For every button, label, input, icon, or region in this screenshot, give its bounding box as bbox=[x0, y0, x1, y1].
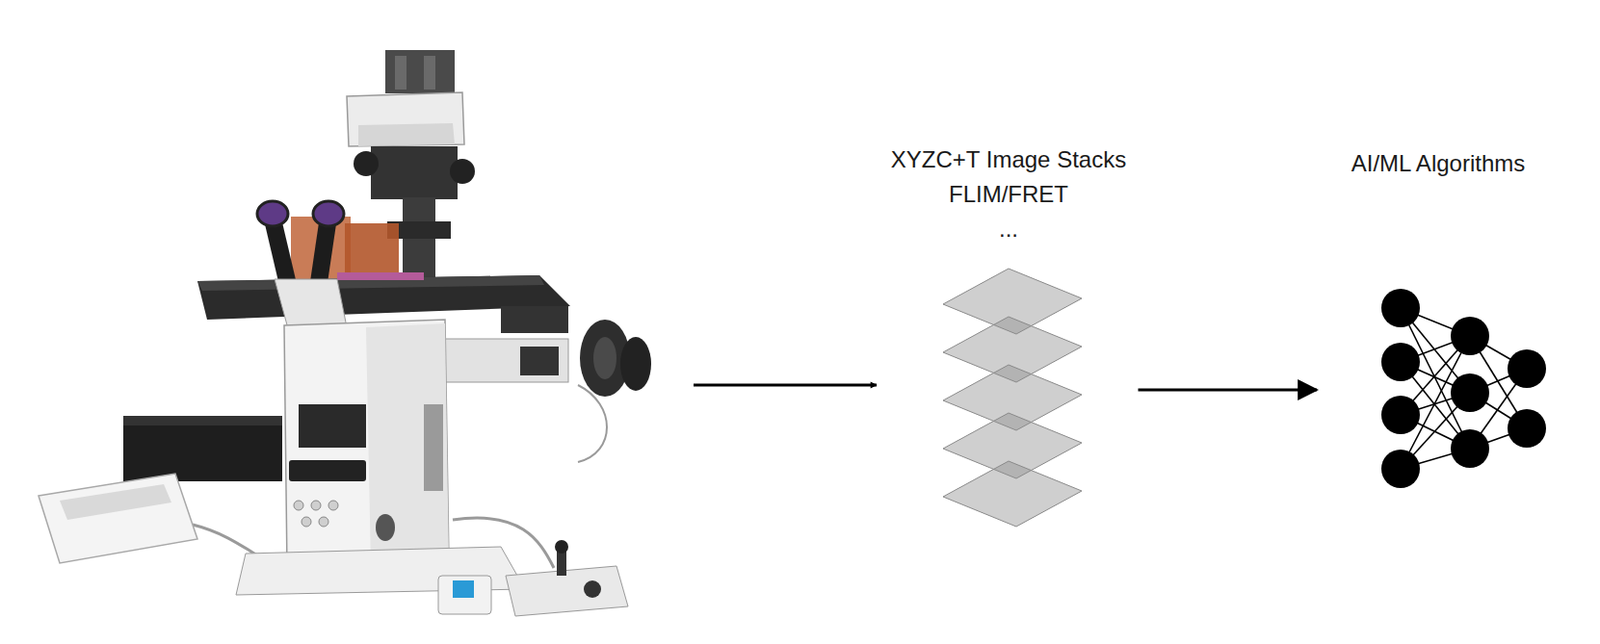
microscope-part bbox=[59, 484, 172, 521]
microscope-part bbox=[123, 416, 283, 426]
microscope-part bbox=[288, 460, 367, 482]
microscope-part bbox=[452, 580, 474, 599]
microscope-part bbox=[505, 566, 629, 617]
microscope-part bbox=[346, 92, 465, 147]
neuron bbox=[1450, 316, 1490, 356]
neuron bbox=[1507, 409, 1547, 448]
microscope-part bbox=[554, 540, 569, 554]
neuron bbox=[1381, 449, 1420, 489]
node-label: ... bbox=[883, 211, 1135, 247]
microscope-part bbox=[284, 319, 449, 571]
microscope-part bbox=[366, 323, 449, 569]
microscope-part bbox=[293, 500, 304, 511]
microscope-part bbox=[38, 473, 198, 564]
microscope-part bbox=[337, 272, 424, 281]
microscope-part bbox=[328, 500, 339, 511]
node-label: XYZC+T Image Stacks bbox=[883, 142, 1135, 178]
microscope-part bbox=[583, 580, 602, 599]
microscope-part bbox=[318, 517, 329, 527]
microscope-part bbox=[577, 385, 607, 463]
node-label: FLIM/FRET bbox=[883, 177, 1135, 212]
neuron bbox=[1507, 349, 1547, 389]
microscope-part bbox=[438, 339, 569, 383]
neuron bbox=[1450, 429, 1490, 469]
microscope-part bbox=[370, 146, 458, 200]
neuron bbox=[1381, 342, 1420, 382]
microscope-part bbox=[620, 337, 652, 392]
microscope-part bbox=[313, 201, 344, 227]
microscope-part bbox=[449, 158, 475, 184]
neuron bbox=[1450, 373, 1490, 413]
microscope-part bbox=[593, 337, 617, 380]
microscope-part bbox=[394, 55, 407, 90]
neural-network: AI/ML Algorithms bbox=[1322, 146, 1554, 494]
image-stack: XYZC+T Image StacksFLIM/FRET... bbox=[883, 142, 1135, 528]
network-illustration bbox=[1377, 288, 1551, 494]
flow-arrow bbox=[693, 384, 877, 388]
microscope-part bbox=[438, 576, 492, 615]
neuron bbox=[1381, 288, 1420, 328]
microscope-part bbox=[353, 151, 379, 177]
microscope-part bbox=[358, 123, 455, 147]
node-label: AI/ML Algorithms bbox=[1322, 146, 1554, 182]
microscope-part bbox=[423, 55, 436, 90]
flow-arrow bbox=[1138, 389, 1318, 393]
image-plane bbox=[943, 461, 1082, 527]
microscope-part bbox=[298, 404, 367, 448]
microscope-part bbox=[257, 201, 289, 227]
microscope-part bbox=[301, 517, 312, 527]
microscope-part bbox=[520, 346, 559, 376]
microscope-part bbox=[311, 500, 321, 511]
microscope bbox=[38, 50, 652, 617]
microscope-part bbox=[123, 416, 283, 482]
stack-illustration bbox=[916, 264, 1109, 545]
microscope-part bbox=[375, 514, 395, 542]
neuron bbox=[1381, 395, 1420, 435]
microscope-part bbox=[385, 50, 455, 94]
microscope-part bbox=[423, 404, 444, 492]
microscope-part bbox=[500, 306, 569, 334]
